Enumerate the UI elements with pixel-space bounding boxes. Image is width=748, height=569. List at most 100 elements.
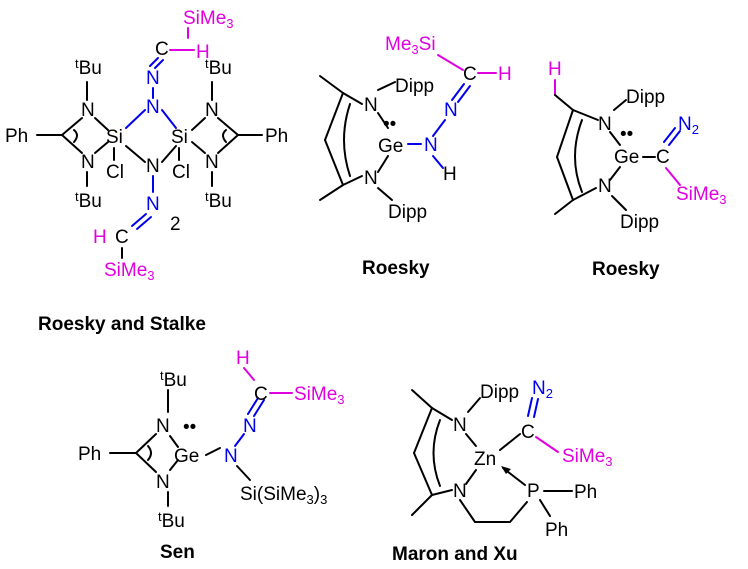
bond-nc-bot-b [136, 216, 152, 230]
ge-sen: Ge [174, 446, 199, 467]
bond-nn-sen [234, 433, 245, 447]
carbon-top: C [155, 39, 169, 60]
caption-roesky-1: Roesky [362, 258, 430, 279]
bond-n-dipp-r1-top [377, 81, 396, 91]
silyl-mx: SiMe3 [562, 446, 613, 469]
hydrogen-bot: H [93, 227, 107, 248]
sisime3-sen: Si(SiMe3)3 [240, 484, 327, 507]
bond-n-si-left-bot [94, 141, 109, 154]
bond-backbone-mx-b [413, 452, 433, 496]
n-r1-bot: N [364, 168, 378, 189]
n-left-top: N [81, 100, 95, 121]
nitrogen-top-2: N [146, 97, 160, 118]
bond-backbone-r1-a [324, 92, 344, 141]
structure-sen: tBu N Ph N tBu •• Ge N N C H SiMe3 Si(Si… [78, 348, 345, 563]
bond-n-dipp-r1-bot [377, 187, 393, 201]
caption-maron-xu: Maron and Xu [392, 544, 518, 565]
lone-pair-sen: •• [183, 417, 196, 438]
bond-c-n-mx-bot [431, 489, 453, 496]
ph-sen: Ph [78, 444, 101, 465]
ph-right: Ph [265, 126, 288, 147]
hydrogen-nh-r1: H [443, 164, 457, 185]
bond-backbone-r2-b [556, 156, 574, 201]
bond-c-n-r2-bot [572, 187, 597, 201]
n-mx-top: N [453, 415, 467, 436]
nitrogen-r1-a: N [444, 100, 458, 121]
caption-roesky-stalke: Roesky and Stalke [38, 314, 206, 335]
silyl-sen: SiMe3 [294, 384, 345, 407]
hydrogen-sen: H [236, 348, 250, 369]
deloc-r1 [343, 103, 351, 177]
ph-left: Ph [5, 126, 28, 147]
bond-cn-r1-a [451, 83, 465, 101]
bond-c-si-r2 [665, 167, 681, 186]
lone-pair-r1: •• [383, 114, 396, 135]
bond-c-n-sen-bot [135, 452, 157, 473]
caption-sen: Sen [160, 542, 195, 563]
bond-c-n-left-bot [61, 134, 83, 154]
bond-cn2-r2-a [663, 127, 676, 143]
tbu-left-top: tBu [75, 56, 102, 79]
bond-cn-top-b [154, 59, 164, 69]
tbu-sen-top: tBu [160, 368, 187, 391]
bond-n-c-r1-top [342, 92, 363, 105]
n-sen-bot: N [156, 472, 170, 493]
bond-n-si-right-top [191, 117, 206, 131]
bond-si-n-ring-3 [125, 145, 146, 163]
n-left-bot: N [81, 152, 95, 173]
cl-right: Cl [172, 162, 190, 183]
structure-roesky-stalke: SiMe3 C H N N tBu N Ph N tBu Si Cl N Si [5, 8, 288, 335]
bond-nc-sen-b [253, 399, 265, 417]
bond-zn-c-mx [499, 433, 521, 451]
bond-nh-r1 [432, 155, 444, 169]
dipp-r2-top: Dipp [626, 87, 665, 108]
bond-nc-bot-a [131, 213, 147, 227]
structure-roesky-1: Me3Si C H N N H Ge •• N N Dipp Dipp Roes… [319, 34, 512, 279]
structure-maron-xu: N Dipp N Zn C N2 SiMe3 P Ph Ph Maron and… [392, 378, 613, 565]
bond-c-n-r2-top [572, 109, 599, 121]
deloc-r2 [574, 119, 583, 193]
bond-cn2-mx-a [527, 397, 533, 417]
n2-mx: N2 [532, 378, 553, 401]
bond-n-sisi-sen [236, 465, 251, 481]
nitrogen-top-1: N [146, 68, 160, 89]
arrow-head-mx [501, 466, 511, 474]
bond-methyl-r1-bot [319, 184, 344, 201]
bond-n-c-r1-bot [342, 175, 363, 186]
carbon-sen: C [254, 384, 268, 405]
n2-r2: N2 [678, 114, 699, 137]
bond-c-n-right-bot [217, 134, 239, 154]
bond-ch2-p-mx [509, 501, 528, 523]
bond-backbone-r2-a [556, 109, 574, 158]
nitrogen-sen-a: N [224, 446, 238, 467]
silyl-label-top: SiMe3 [183, 8, 234, 31]
bond-n-si-ring-1 [125, 109, 146, 129]
ge-r1: Ge [378, 136, 403, 157]
bond-backbone-mx-a [413, 407, 433, 454]
n-r2-top: N [598, 114, 612, 135]
ph-mx-1: Ph [574, 482, 597, 503]
n-right-top: N [205, 100, 219, 121]
bond-n-ge-sen-top [169, 435, 179, 448]
bond-cn2-mx-b [533, 398, 539, 418]
bond-n-ge-r2-bot [609, 166, 621, 181]
tbu-left-bot: tBu [75, 189, 102, 212]
bond-n-ge-r2-top [609, 131, 621, 146]
n-sen-top: N [156, 416, 170, 437]
lone-pair-r2: •• [620, 124, 633, 145]
nitrogen-r1-b: N [424, 135, 438, 156]
bond-n-si-right-bot [191, 141, 206, 154]
zn-mx: Zn [474, 449, 496, 470]
carbon-r2: C [656, 147, 670, 168]
bond-methyl-mx-bot [411, 494, 433, 516]
n-mx-bot: N [453, 481, 467, 502]
me3si-label: Me3Si [385, 34, 436, 57]
bond-c-n-mx-top [431, 407, 453, 421]
bond-n-ge-r1-top [377, 112, 389, 129]
deloc-right [222, 129, 227, 143]
deloc-left [73, 129, 78, 143]
n-r1-top: N [364, 95, 378, 116]
tbu-right-bot: tBu [205, 189, 232, 212]
bond-n-dipp-r2-bot [611, 195, 627, 211]
